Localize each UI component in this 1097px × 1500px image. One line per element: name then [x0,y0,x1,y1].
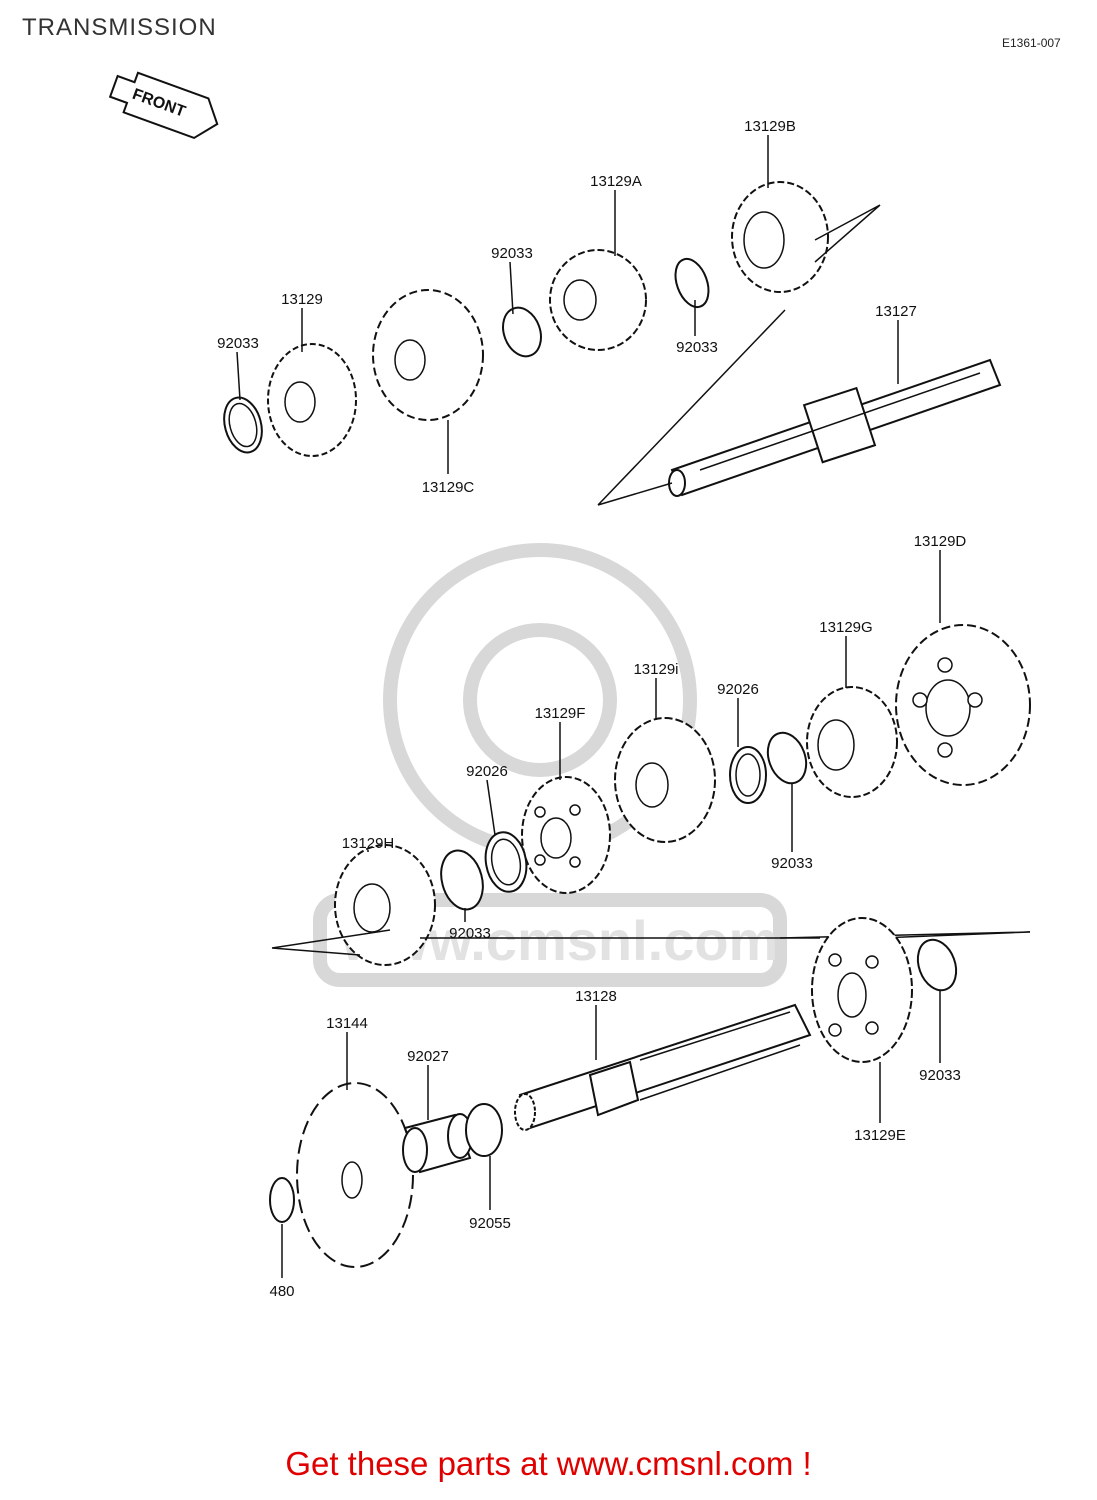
collar-92027 [402,1113,473,1174]
shaft-13127 [668,358,1002,497]
gear-13129a [549,249,647,351]
label-13129b: 13129B [744,118,796,135]
label-92027: 92027 [407,1048,449,1065]
label-92033-ring-right: 92033 [676,339,718,356]
circlip-92033-left [223,396,263,454]
circlip-92033-top [502,306,542,358]
top-axis-line [597,309,786,506]
label-92026-right: 92026 [717,681,759,698]
label-13129e: 13129E [854,1127,906,1144]
label-13129h: 13129H [342,835,395,852]
label-92026-left: 92026 [466,763,508,780]
label-92033-bottom-right: 92033 [919,1067,961,1084]
label-13129g: 13129G [819,619,872,636]
circlip-92033-right [674,257,710,309]
sprocket-13144 [296,1082,414,1268]
label-13128: 13128 [575,988,617,1005]
label-13127: 13127 [875,303,917,320]
gear-13129h [334,844,436,966]
gear-13129d [895,624,1031,786]
leader-lines [236,135,941,1278]
label-13129f: 13129F [535,705,586,722]
label-480: 480 [269,1283,294,1300]
circlip-92033-mid-left [440,849,484,911]
label-13129a: 13129A [590,173,642,190]
circlip-92033-mid-right [766,731,808,785]
gear-13129e [811,917,913,1063]
label-92033-left: 92033 [217,335,259,352]
gear-13129g [806,686,898,798]
label-13144: 13144 [326,1015,368,1032]
gear-13129b [731,181,829,293]
circlip-480 [269,1177,295,1223]
circlip-92033-bottom-right [916,938,958,992]
label-92055: 92055 [469,1215,511,1232]
front-arrow: FRONT [108,71,219,140]
washer-92026-left [484,831,528,893]
promo-link[interactable]: Get these parts at www.cmsnl.com ! [285,1445,812,1482]
label-13129: 13129 [281,291,323,308]
o-ring-92055 [465,1103,503,1157]
gear-13129i [614,717,716,843]
label-13129c: 13129C [422,479,475,496]
middle-axis-line [271,929,1031,956]
label-92033-mid-left: 92033 [449,925,491,942]
gear-13129f [521,776,611,894]
gear-13129c [372,289,484,421]
diagram-code: E1361-007 [1002,36,1061,50]
label-92033-mid-right: 92033 [771,855,813,872]
page-title: TRANSMISSION [22,14,217,41]
label-13129i: 13129i [633,661,678,678]
label-13129d: 13129D [914,533,967,550]
shaft-13128 [514,1003,812,1131]
gear-13129 [267,343,357,457]
label-92033-top: 92033 [491,245,533,262]
